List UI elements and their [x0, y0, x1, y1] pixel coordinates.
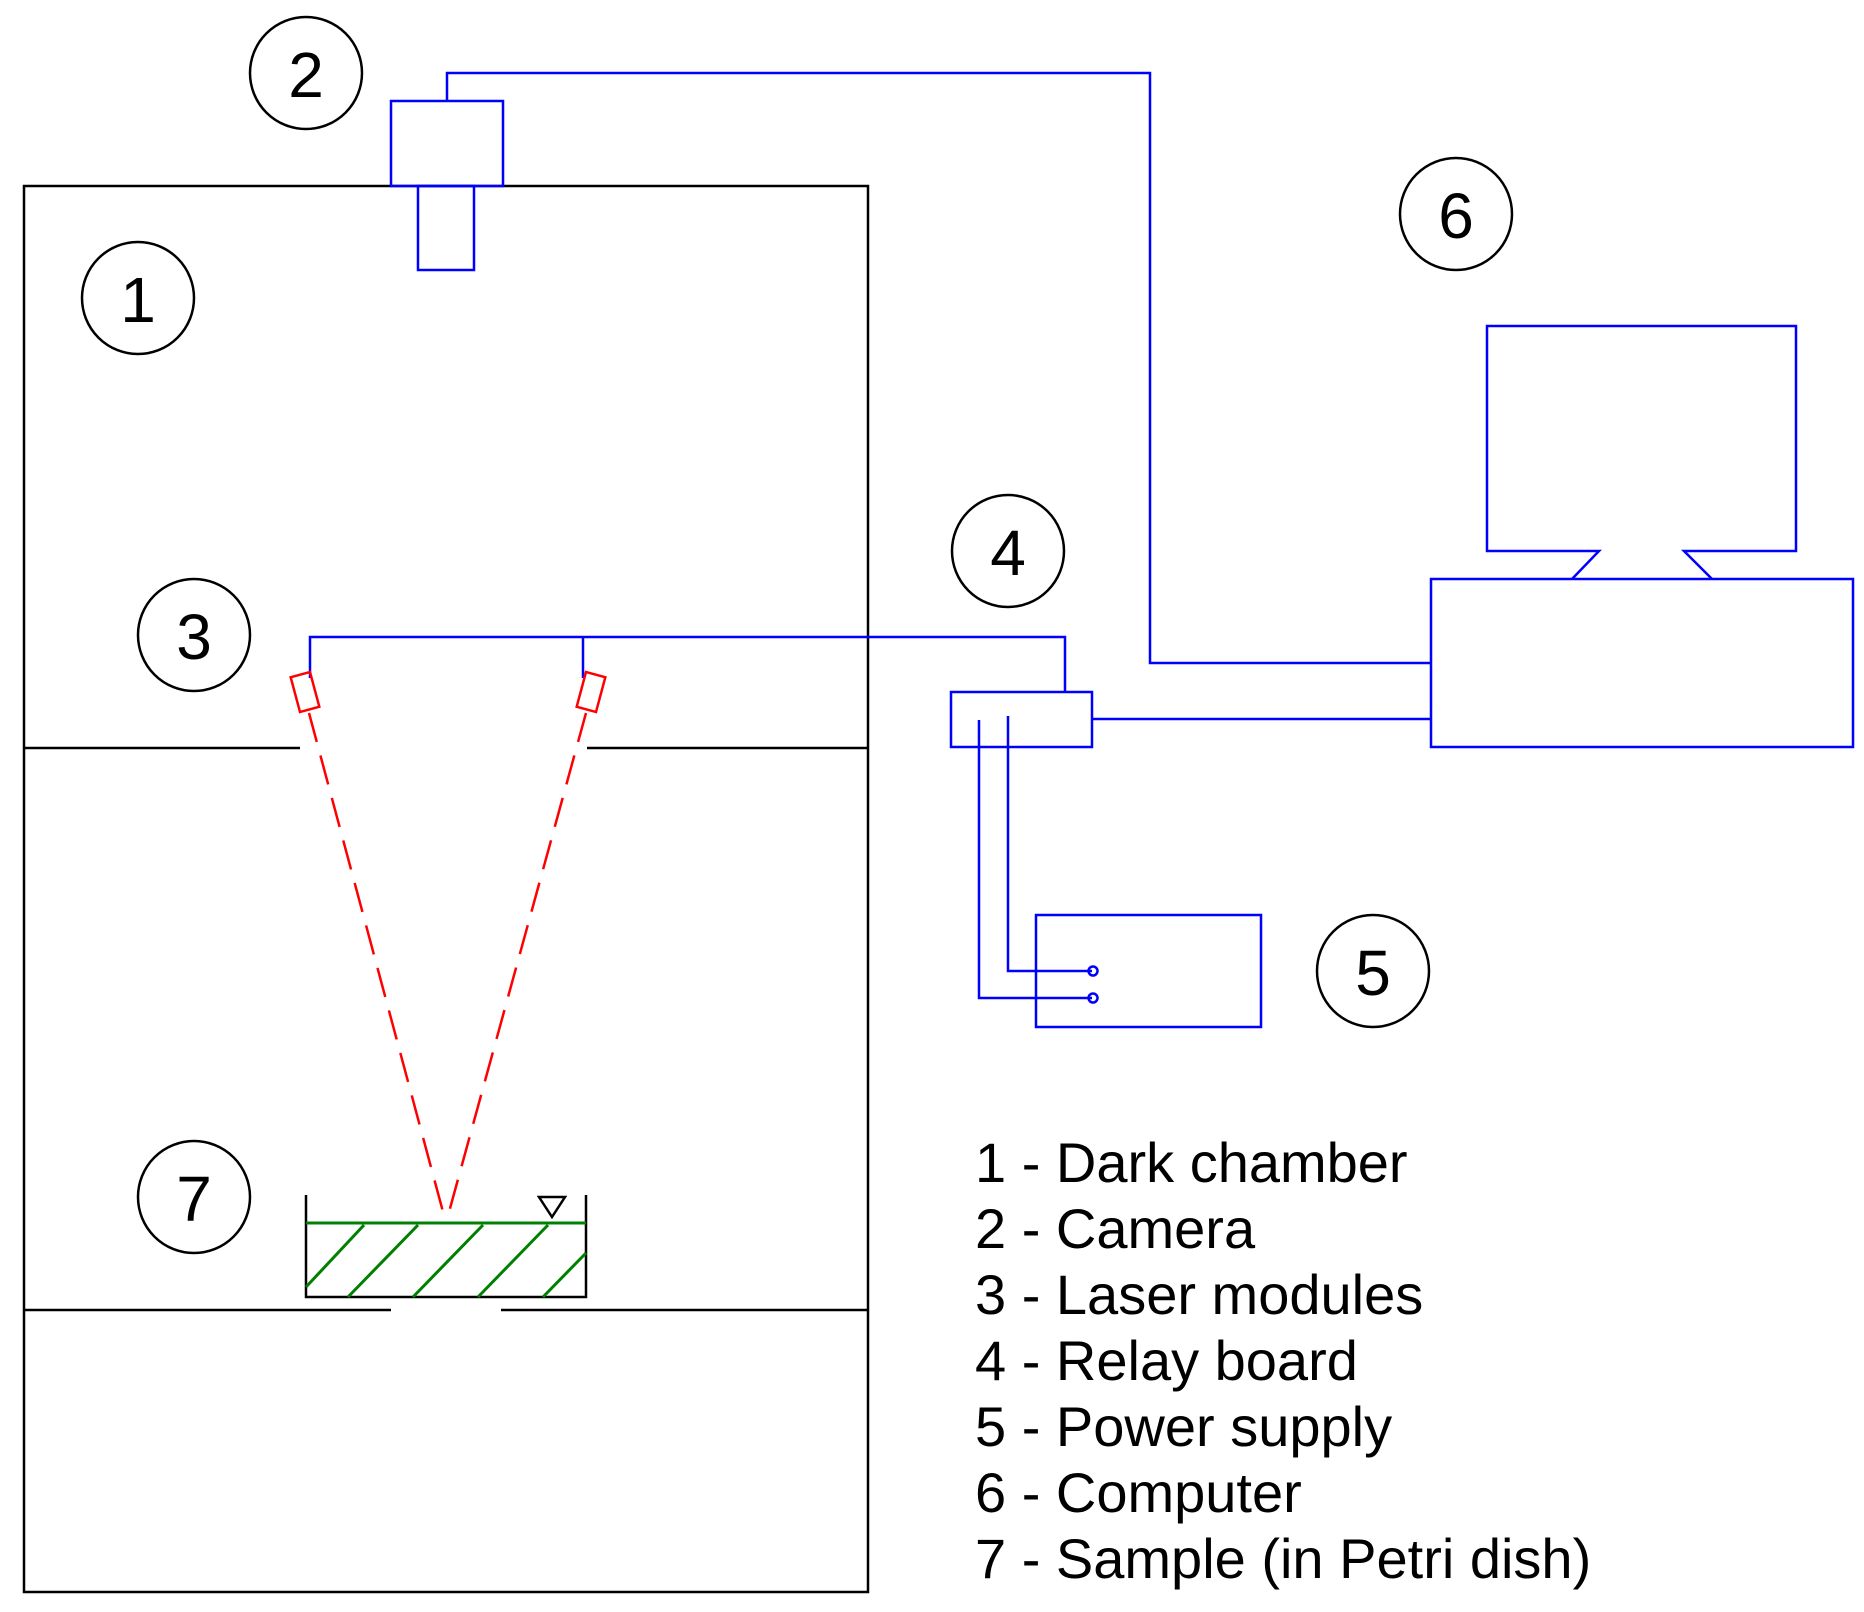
callout-7: 7: [136, 1139, 252, 1255]
power-supply: [1034, 913, 1263, 1029]
petri-dish-outline: [304, 1195, 588, 1299]
callout-6-label: 6: [1438, 180, 1474, 252]
liquid-level-marker: [536, 1195, 568, 1220]
computer: [1429, 324, 1855, 749]
relay-board: [949, 690, 1431, 1000]
relay-to-power-wire-inner: [1006, 716, 1092, 973]
legend-item-5: 5 - Power supply: [975, 1395, 1392, 1458]
laser-beam-right: [444, 712, 588, 1224]
legend-item-2: 2 - Camera: [975, 1197, 1256, 1260]
laser-wire-left: [308, 635, 1067, 692]
dark-chamber: [22, 184, 870, 1594]
callout-6: 6: [1398, 156, 1514, 272]
legend-item-3: 3 - Laser modules: [975, 1263, 1423, 1326]
callout-1-label: 1: [120, 264, 156, 336]
power-supply-box: [1034, 913, 1263, 1029]
laser-module-left: [289, 670, 321, 714]
callout-1: 1: [80, 240, 196, 356]
monitor: [1485, 324, 1798, 580]
petri-dish: [304, 1195, 588, 1299]
legend-item-4: 4 - Relay board: [975, 1329, 1358, 1392]
power-terminal-1: [1087, 965, 1099, 977]
dark-chamber-outline: [22, 184, 870, 1594]
laser-beam-left: [307, 712, 448, 1224]
callout-5: 5: [1315, 913, 1431, 1029]
laser-module-right: [575, 670, 607, 714]
callouts: 1 2 3 4 5 6 7: [80, 15, 1514, 1255]
callout-2-label: 2: [288, 39, 324, 111]
relay-to-power-wire-outer: [977, 720, 1092, 1000]
camera-cable: [445, 71, 1431, 665]
camera-body: [389, 99, 505, 188]
relay-board-box: [949, 690, 1094, 749]
callout-4: 4: [950, 493, 1066, 609]
legend-item-7: 7 - Sample (in Petri dish): [975, 1527, 1591, 1590]
callout-4-label: 4: [990, 517, 1026, 589]
legend-item-1: 1 - Dark chamber: [975, 1131, 1408, 1194]
callout-5-label: 5: [1355, 937, 1391, 1009]
callout-3-label: 3: [176, 601, 212, 673]
power-terminal-2: [1087, 992, 1099, 1004]
callout-7-label: 7: [176, 1163, 212, 1235]
camera: [389, 99, 505, 272]
callout-2: 2: [248, 15, 364, 131]
legend: 1 - Dark chamber 2 - Camera 3 - Laser mo…: [975, 1131, 1591, 1590]
callout-3: 3: [136, 577, 252, 693]
legend-item-6: 6 - Computer: [975, 1461, 1302, 1524]
sample-hatching: [304, 1223, 588, 1299]
computer-case: [1429, 577, 1855, 749]
laser-modules: [289, 635, 1067, 1224]
camera-lens: [416, 184, 476, 272]
